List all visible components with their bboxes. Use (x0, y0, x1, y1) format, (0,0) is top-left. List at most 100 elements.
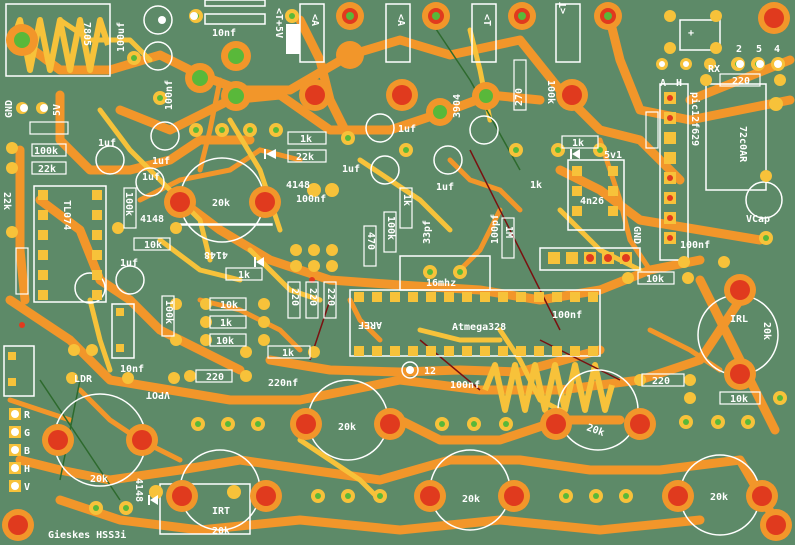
label-7805: 7805 (81, 22, 92, 46)
label-33pf: 33pf (422, 220, 433, 244)
label-ldr: LDR (74, 374, 93, 385)
meander-trace-right (482, 362, 615, 413)
label-100pf: 100pf (490, 214, 501, 244)
label-220-b: 220 (307, 288, 318, 306)
label-rx: RX (708, 64, 720, 75)
label-20k-p6: 20k (462, 494, 480, 505)
label-20k-irt: 20k (212, 526, 230, 537)
label-470: 470 (365, 232, 376, 250)
label-20k-p4: 20k (338, 422, 356, 433)
label-4148-b: 4148 (286, 180, 310, 191)
label-220-d: 220 (206, 372, 224, 383)
label-3904: 3904 (452, 94, 463, 118)
label-20k-p3: 20k (90, 474, 108, 485)
label-1uf-e: 1uf (342, 164, 360, 175)
label-100k-a: 100k (34, 146, 58, 157)
label-pin-a: A (660, 78, 666, 89)
ic-pins (8, 92, 676, 492)
label-16mhz: 16mhz (426, 278, 456, 289)
label-g: G (24, 428, 30, 439)
label-4148-a: 4148 (140, 214, 164, 225)
label-5v-left: 5V (52, 104, 63, 116)
label-1uf-f: 1uf (436, 182, 454, 193)
label-pin-2: 2 (736, 44, 742, 55)
label-pin-h: H (676, 78, 682, 89)
green-pads (185, 41, 500, 126)
label-vpot: VPOT (146, 389, 170, 400)
label-r: R (24, 410, 31, 421)
label-12: 12 (424, 366, 436, 377)
label-1uf-g: 1uf (120, 258, 138, 269)
label-jack-5: <T+5V (273, 8, 284, 38)
label-v: V (24, 482, 30, 493)
label-aref: AREF (358, 319, 382, 330)
label-1k-b: 1k (238, 270, 250, 281)
label-tl074: TL074 (61, 200, 72, 230)
label-irt: IRT (212, 506, 230, 517)
label-220-e: 220 (732, 76, 750, 87)
label-1uf-d: 1uf (398, 124, 416, 135)
label-10nf-a: 10nf (120, 364, 144, 375)
label-1k-f: 1k (530, 180, 542, 191)
label-22k-b: 22k (38, 164, 56, 175)
label-100k-c: 100k (163, 300, 174, 324)
label-4148-d: 4148 (133, 478, 144, 502)
label-10k-e: 10k (730, 394, 748, 405)
label-220-c: 220 (325, 288, 336, 306)
label-20k-p1: 20k (212, 198, 230, 209)
label-gnd-right: GND (631, 226, 642, 244)
label-100nf-a: 100nf (296, 194, 326, 205)
label-10nf-top: 10nf (212, 28, 236, 39)
label-1k-e: 1k (401, 194, 412, 206)
label-1m: 1M (503, 226, 514, 238)
label-ic-72c0ar: 72c0AR (737, 126, 748, 163)
label-220-f: 220 (652, 376, 670, 387)
label-100k-d: 100k (385, 216, 396, 240)
label-22k-c: 22k (1, 192, 12, 210)
label-22k-a: 22k (296, 152, 314, 163)
label-pic: pic12f629 (689, 92, 701, 146)
label-100k-top: 100k (545, 80, 556, 104)
resistor-bodies (15, 59, 761, 405)
label-4148-c: 4148 (204, 249, 228, 260)
label-1uf-a: 1uf (98, 138, 116, 149)
label-irl: IRL (730, 314, 748, 325)
label-270: 270 (514, 88, 525, 106)
label-10k-d: 10k (646, 274, 664, 285)
label-credit: Gieskes HSS3i (48, 529, 126, 541)
label-plus: + (688, 28, 694, 39)
label-h: H (24, 464, 30, 475)
label-100uf: 100uf (116, 22, 127, 52)
label-100nf-reg: 100nf (164, 80, 175, 110)
label-vcap: VCap (746, 214, 770, 225)
label-1uf-c: 1uf (142, 172, 160, 183)
label-1k-a: 1k (300, 134, 312, 145)
label-pin-5: 5 (756, 44, 762, 55)
label-gnd-left: GND (4, 100, 15, 118)
label-20k-p2: 20k (761, 322, 772, 340)
label-atmega328: Atmega328 (452, 322, 506, 333)
label-10k-c: 10k (216, 336, 234, 347)
label-1k-d: 1k (282, 348, 294, 359)
silkscreen-labels: 7805 100uf 10nf 100nf GND 5V 1k 22k 100k… (1, 2, 780, 541)
label-20k-p7: 20k (710, 492, 728, 503)
label-jack-2: <T (481, 14, 492, 26)
label-1uf-b: 1uf (152, 156, 170, 167)
label-jack-4: <A (309, 14, 320, 26)
label-220-a: 220 (289, 288, 300, 306)
label-4n26: 4n26 (580, 196, 604, 207)
label-b: B (24, 446, 30, 457)
label-1k-c: 1k (220, 318, 232, 329)
label-100nf-c: 100nf (552, 310, 582, 321)
connector-pins (11, 12, 782, 490)
label-100nf-d: 100nf (680, 240, 710, 251)
label-220nf: 220nf (268, 378, 298, 389)
label-5v1: 5v1 (604, 150, 622, 161)
label-1k-g: 1k (572, 138, 584, 149)
label-10k-a: 10k (144, 240, 162, 251)
label-pin-4: 4 (774, 44, 780, 55)
diode-symbols (148, 149, 580, 505)
